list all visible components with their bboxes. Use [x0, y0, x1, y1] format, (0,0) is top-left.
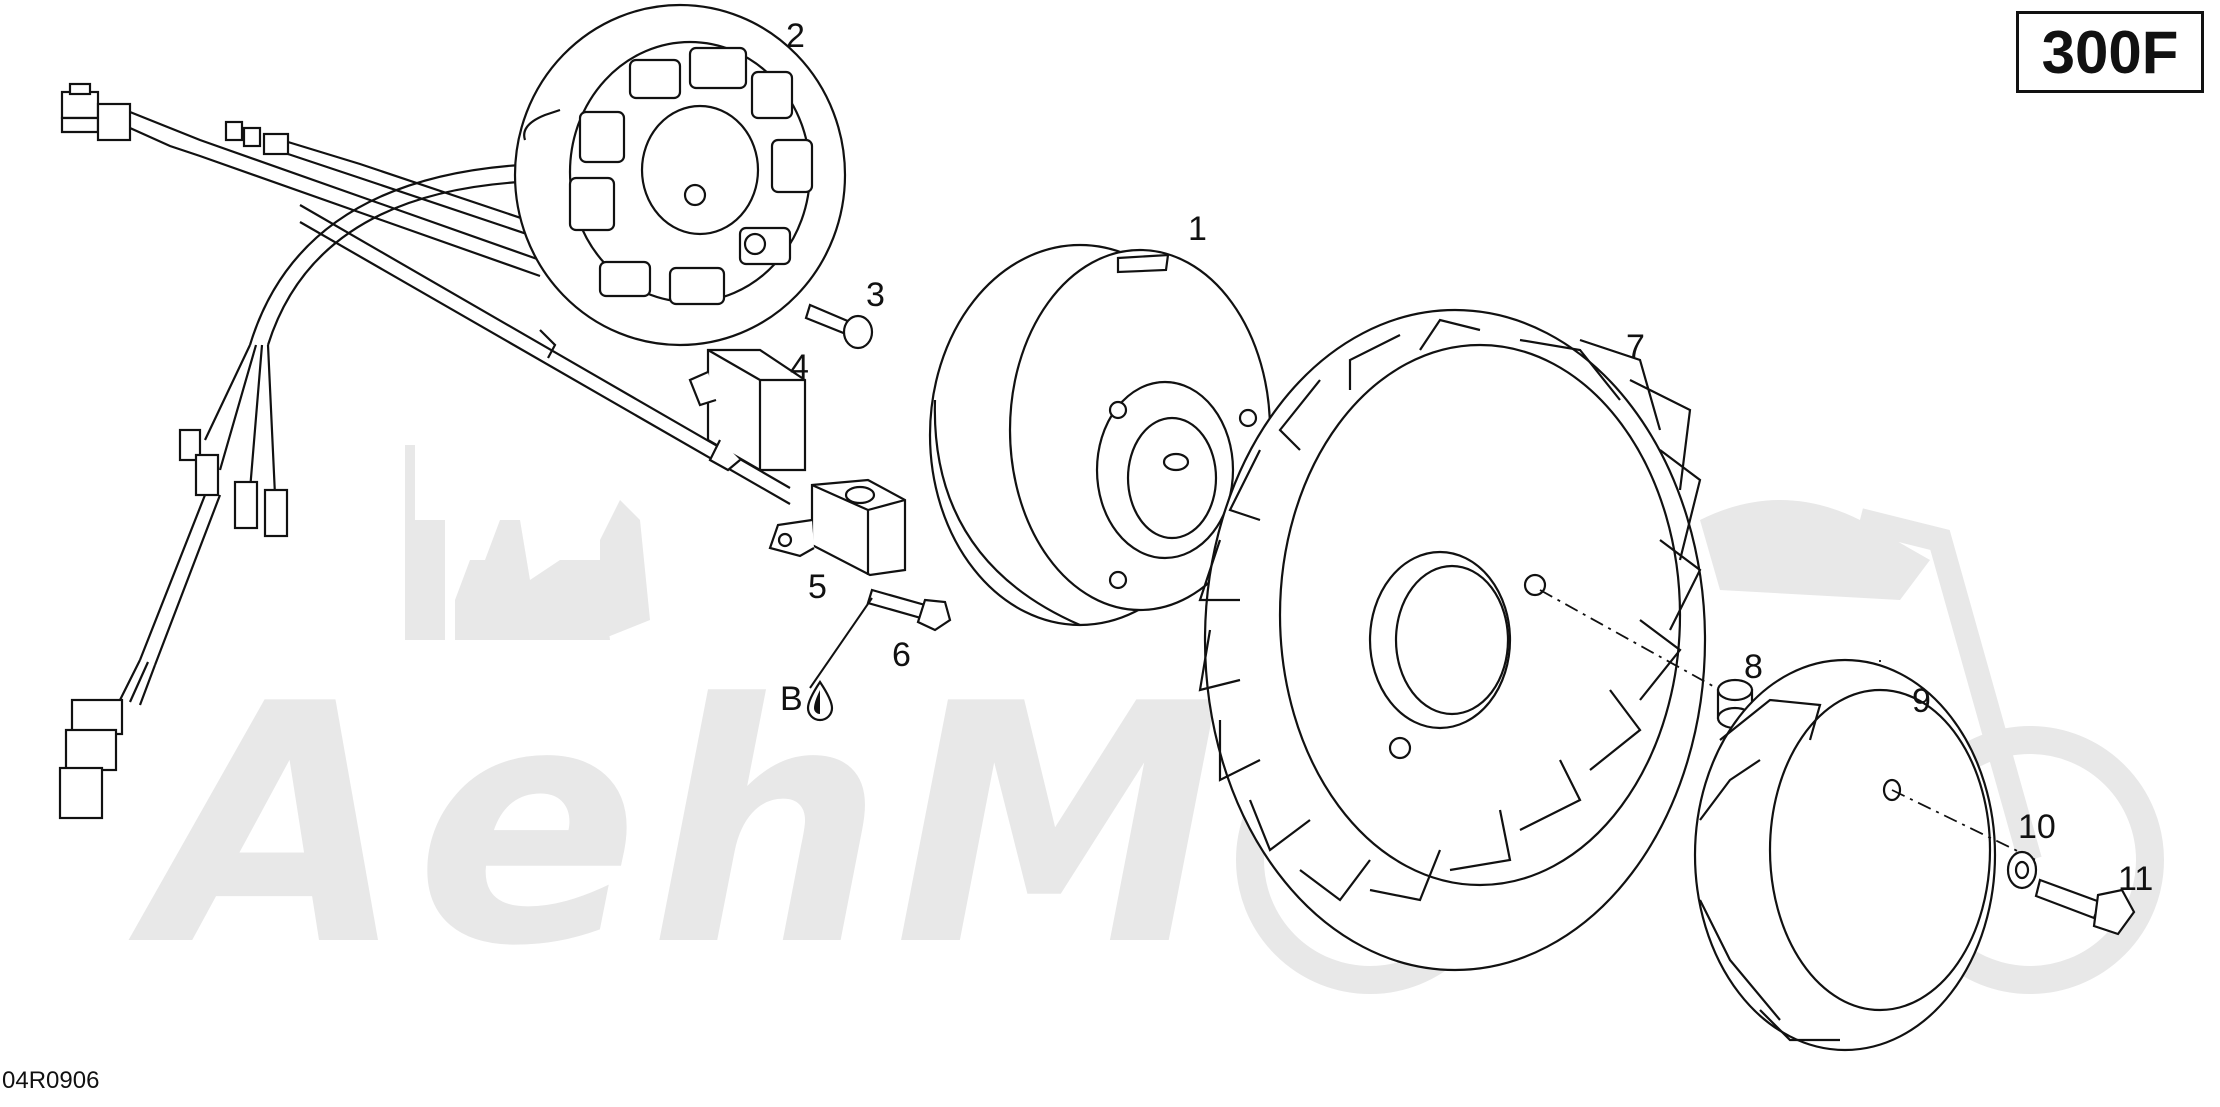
callout-5: 5: [808, 568, 827, 606]
bolt-11: [2034, 878, 2136, 936]
washer: [2006, 850, 2038, 890]
callout-4: 4: [790, 348, 809, 386]
cooling-fan: [1198, 308, 1707, 972]
callout-1: 1: [1188, 210, 1207, 248]
drawing-code: 04R0906: [2, 1067, 100, 1094]
callout-8: 8: [1744, 648, 1763, 686]
leader-6: [809, 597, 873, 689]
callout-2: 2: [786, 17, 805, 55]
callouts: 1 2 3 4 5 6 7 8 9 10 11 B: [780, 17, 2153, 898]
trigger-coil: [688, 348, 807, 472]
callout-11: 11: [2118, 860, 2153, 898]
flywheel: [928, 243, 1272, 627]
lubricant-mark-label: B: [780, 680, 803, 718]
callout-3: 3: [866, 276, 885, 314]
leader-9-10: [1891, 789, 2041, 863]
sensor: [768, 478, 907, 577]
bolt-6: [866, 588, 952, 632]
stator: [513, 3, 847, 359]
wiring-harness: [58, 82, 791, 820]
watermark-text: AehM: [124, 634, 1232, 1018]
screw-3: [804, 303, 874, 350]
callout-6: 6: [892, 636, 911, 674]
leader-7-8: [1539, 589, 1721, 691]
model-badge: 300F: [2016, 11, 2204, 93]
callout-9: 9: [1912, 682, 1931, 720]
starter-cup: [1693, 658, 1997, 1052]
callout-7: 7: [1626, 328, 1645, 366]
callout-10: 10: [2018, 808, 2056, 846]
